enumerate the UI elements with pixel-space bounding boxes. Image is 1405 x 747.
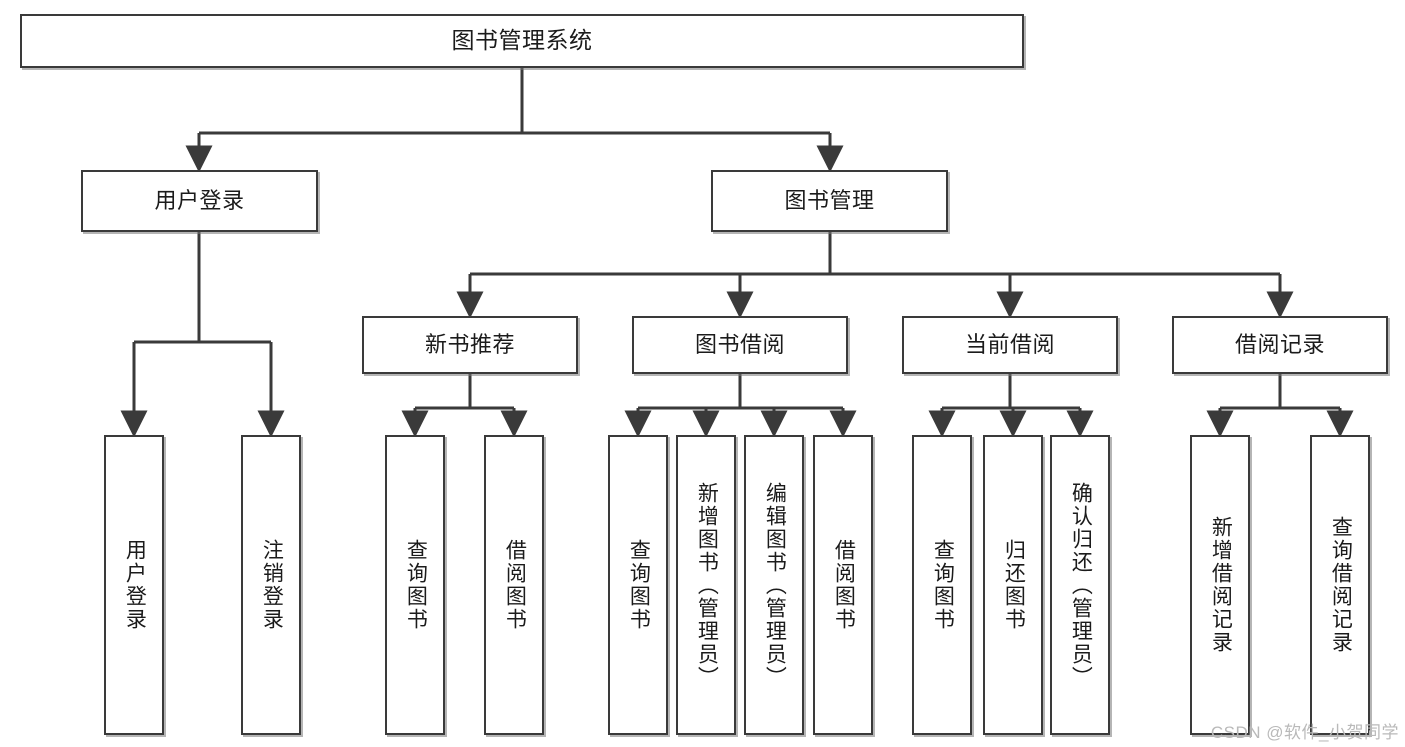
node-leaf-query-book-3-label: 查询图书 bbox=[931, 539, 955, 631]
node-leaf-borrow-book-1-label: 借阅图书 bbox=[503, 539, 527, 631]
node-leaf-borrow-book-2-label: 借阅图书 bbox=[832, 539, 856, 631]
node-leaf-borrow-book-2[interactable]: 借阅图书 bbox=[813, 435, 873, 735]
watermark-text: CSDN @软件_小贺同学 bbox=[1210, 723, 1399, 742]
node-leaf-query-book-3[interactable]: 查询图书 bbox=[912, 435, 972, 735]
node-leaf-query-book-1-label: 查询图书 bbox=[404, 539, 428, 631]
node-current-borrow[interactable]: 当前借阅 bbox=[902, 316, 1118, 374]
node-leaf-edit-book-label: 编辑图书（管理员） bbox=[763, 481, 787, 689]
node-root[interactable]: 图书管理系统 bbox=[20, 14, 1024, 68]
node-leaf-query-book-2[interactable]: 查询图书 bbox=[608, 435, 668, 735]
node-leaf-borrow-book-1[interactable]: 借阅图书 bbox=[484, 435, 544, 735]
node-leaf-add-record-label: 新增借阅记录 bbox=[1209, 516, 1233, 654]
node-leaf-user-login[interactable]: 用户登录 bbox=[104, 435, 164, 735]
node-book-manage-label: 图书管理 bbox=[784, 187, 875, 213]
node-leaf-query-record[interactable]: 查询借阅记录 bbox=[1310, 435, 1370, 735]
node-user-login[interactable]: 用户登录 bbox=[81, 170, 318, 232]
node-leaf-add-book[interactable]: 新增图书（管理员） bbox=[676, 435, 736, 735]
node-leaf-logout-label: 注销登录 bbox=[260, 539, 284, 631]
node-new-book-rec-label: 新书推荐 bbox=[424, 331, 515, 357]
node-leaf-confirm-return-label: 确认归还（管理员） bbox=[1069, 481, 1093, 689]
node-book-borrow[interactable]: 图书借阅 bbox=[632, 316, 848, 374]
node-book-borrow-label: 图书借阅 bbox=[694, 331, 785, 357]
node-leaf-user-login-label: 用户登录 bbox=[123, 539, 147, 631]
node-borrow-record-label: 借阅记录 bbox=[1234, 331, 1325, 357]
node-leaf-query-book-2-label: 查询图书 bbox=[627, 539, 651, 631]
node-current-borrow-label: 当前借阅 bbox=[964, 331, 1055, 357]
node-leaf-edit-book[interactable]: 编辑图书（管理员） bbox=[744, 435, 804, 735]
node-user-login-label: 用户登录 bbox=[154, 187, 245, 213]
node-leaf-add-book-label: 新增图书（管理员） bbox=[695, 481, 719, 689]
node-leaf-return-book[interactable]: 归还图书 bbox=[983, 435, 1043, 735]
node-leaf-add-record[interactable]: 新增借阅记录 bbox=[1190, 435, 1250, 735]
node-leaf-logout[interactable]: 注销登录 bbox=[241, 435, 301, 735]
node-new-book-rec[interactable]: 新书推荐 bbox=[362, 316, 578, 374]
node-leaf-confirm-return[interactable]: 确认归还（管理员） bbox=[1050, 435, 1110, 735]
node-borrow-record[interactable]: 借阅记录 bbox=[1172, 316, 1388, 374]
node-root-label: 图书管理系统 bbox=[451, 27, 593, 54]
node-leaf-query-record-label: 查询借阅记录 bbox=[1329, 516, 1353, 654]
node-book-manage[interactable]: 图书管理 bbox=[711, 170, 948, 232]
node-leaf-return-book-label: 归还图书 bbox=[1002, 539, 1026, 631]
node-leaf-query-book-1[interactable]: 查询图书 bbox=[385, 435, 445, 735]
